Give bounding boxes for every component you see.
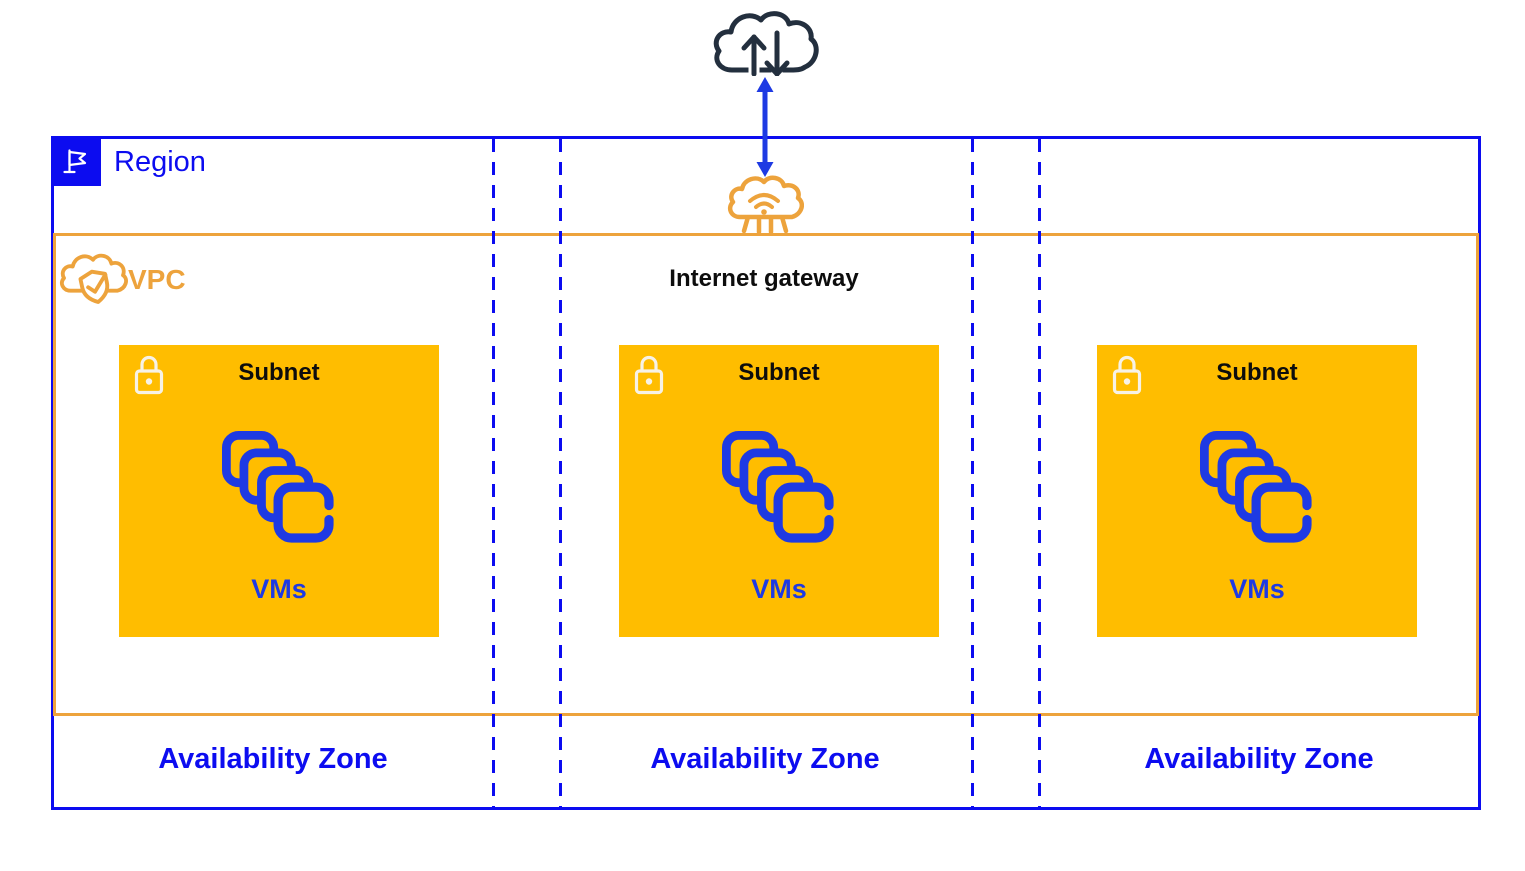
lock-icon [634,355,664,395]
az-label: Availability Zone [158,743,388,775]
internet-cloud-icon [713,11,819,76]
vms-label: VMs [751,574,807,604]
vms-icon [222,431,334,543]
vms-label: VMs [251,574,307,604]
az-divider-line [492,139,495,807]
vpc-cloud-shield-icon [59,253,128,304]
az-label: Availability Zone [1144,743,1374,775]
flag-icon [63,149,87,174]
double-headed-arrow-icon [756,77,774,177]
az-divider-line [971,139,974,807]
internet-gateway-label: Internet gateway [669,265,859,292]
lock-icon [1112,355,1142,395]
subnet-label: Subnet [238,359,320,386]
vms-icon [722,431,834,543]
subnet-label: Subnet [738,359,820,386]
vms-icon [1200,431,1312,543]
subnet-box: Subnet VMs [619,345,939,637]
vpc-label: VPC [128,264,186,295]
az-label: Availability Zone [650,743,880,775]
subnet-box: Subnet VMs [1097,345,1417,637]
az-divider-line [1038,139,1041,807]
region-label: Region [114,146,206,178]
internet-gateway-icon [727,175,804,235]
lock-icon [134,355,164,395]
region-badge [51,136,101,186]
subnet-label: Subnet [1216,359,1298,386]
vpc-container: VPC Internet gateway [53,175,1479,716]
vms-label: VMs [1229,574,1285,604]
az-divider-line [559,139,562,807]
subnet-box: Subnet VMs [119,345,439,637]
region-container: Region VPC [51,136,1481,810]
